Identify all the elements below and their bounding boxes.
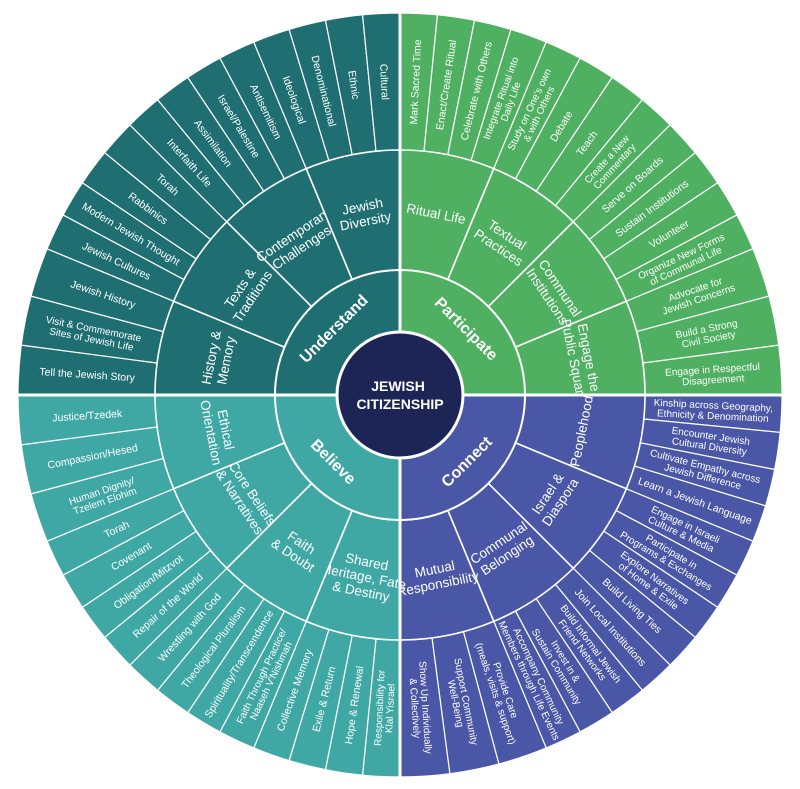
outer-item-label-line: Mark Sacred Time <box>408 39 424 125</box>
outer-item-label: Cultural <box>377 64 391 101</box>
center-hub: JEWISH CITIZENSHIP <box>335 330 465 460</box>
outer-item-label-line: Klal Yisrael <box>384 683 397 733</box>
subcategory-ring: Ritual LifeTextualPracticesCommunalInsti… <box>154 149 646 641</box>
outer-item-label-line: Ethnicity & Denomination <box>657 408 769 424</box>
subcategory-label: EthicalOrientation <box>197 396 239 467</box>
outer-item-label-line: & Collectively <box>407 678 422 739</box>
center-title-line: JEWISH <box>371 378 425 394</box>
center-title: JEWISH CITIZENSHIP <box>356 378 443 412</box>
outer-item-label: Show Up Individually& Collectively <box>406 661 434 755</box>
outer-item-label: Ethnic <box>345 70 361 101</box>
outer-item-label-line: Responsibility for <box>373 669 388 746</box>
outer-item-label: Justice/Tzedek <box>52 408 123 425</box>
outer-item-label-line: Disagreement <box>682 373 745 388</box>
outer-item-label: Engage in RespectfulDisagreement <box>665 362 761 390</box>
center-title-line: CITIZENSHIP <box>356 396 443 412</box>
outer-item-label-line: Justice/Tzedek <box>52 408 123 425</box>
center-disc <box>335 330 465 460</box>
outer-item-label: Responsibility forKlal Yisrael <box>373 669 398 747</box>
outer-item-label: Mark Sacred Time <box>408 39 424 125</box>
outer-item-label-line: Ethnic <box>345 70 361 101</box>
outer-item-label-line: Cultural <box>377 64 391 101</box>
outer-item-label: Kinship across Geography,Ethnicity & Den… <box>653 398 773 425</box>
